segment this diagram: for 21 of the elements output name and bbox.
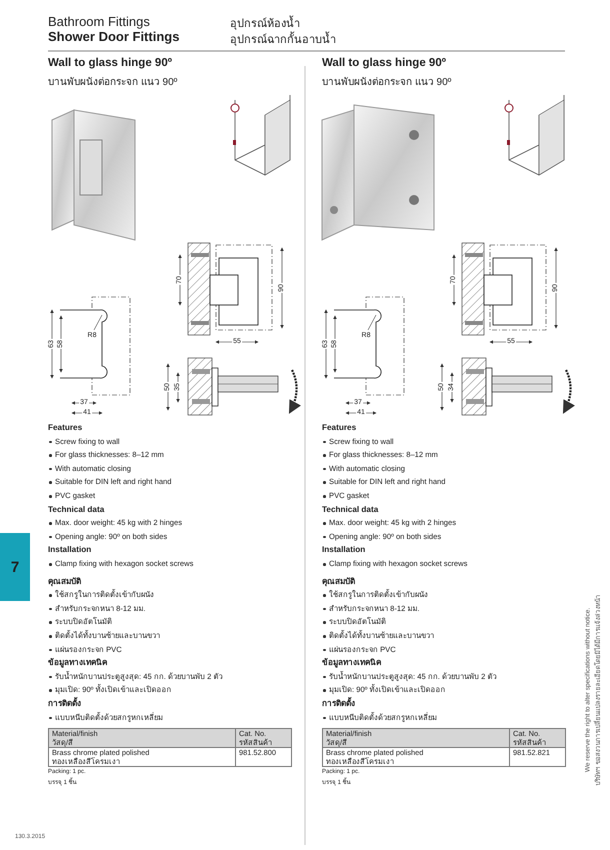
section-subtitle: Shower Door Fittings [48, 29, 180, 44]
product-title: Wall to glass hinge 90º [48, 57, 172, 69]
section-heading: การติดตั้ง [48, 699, 81, 709]
section-heading: คุณสมบัติ [322, 576, 355, 587]
section-title: อุปกรณ์ห้องน้ำ [230, 14, 300, 32]
section-heading: การติดตั้ง [322, 699, 355, 709]
section-heading: คุณสมบัติ [48, 576, 81, 587]
product-subtitle: บานพับผนังต่อกระจก แนว 90º [322, 76, 452, 89]
section-heading: ข้อมูลทางเทคนิค [322, 658, 381, 668]
section-heading: Installation [322, 545, 366, 556]
section-heading: Features [322, 423, 356, 433]
product-subtitle: บานพับผนังต่อกระจก แนว 90º [48, 76, 178, 89]
section-title: Bathroom Fittings [48, 14, 150, 29]
section-heading: Installation [48, 545, 92, 556]
section-subtitle: อุปกรณ์ฉากกั้นอาบน้ำ [230, 30, 336, 48]
chapter-tab: 7 [0, 533, 30, 601]
section-heading: ข้อมูลทางเทคนิค [48, 658, 107, 668]
section-heading: Technical data [322, 504, 378, 515]
product-title: Wall to glass hinge 90º [322, 57, 446, 69]
section-heading: Technical data [48, 504, 104, 515]
section-heading: Features [48, 423, 82, 433]
